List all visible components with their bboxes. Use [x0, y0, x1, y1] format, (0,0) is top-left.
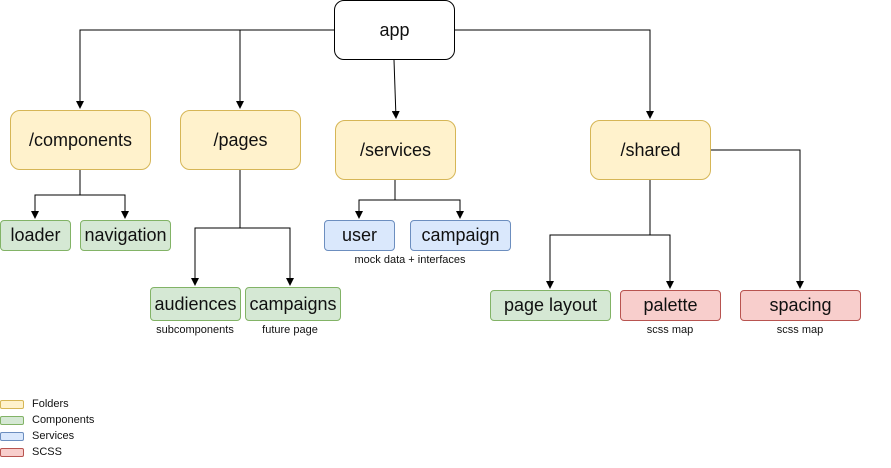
shared-folder-node: /shared	[590, 120, 711, 180]
campaign-node: campaign	[410, 220, 511, 251]
legend-item-folders: Folders	[0, 398, 69, 410]
edge-components-navigation	[80, 194, 129, 219]
legend-swatch-services	[0, 431, 24, 441]
navigation-node: navigation	[80, 220, 171, 251]
spacing-note: scss map	[776, 324, 824, 336]
components-folder-node: /components	[10, 110, 151, 170]
audiences-node: audiences	[150, 287, 241, 321]
services-note: mock data + interfaces	[354, 254, 466, 266]
legend-item-services: Services	[0, 430, 74, 442]
edge-shared-palette	[650, 234, 674, 289]
legend-item-components: Components	[0, 414, 94, 426]
legend-swatch-folders	[0, 399, 24, 409]
legend-label-services: Services	[32, 430, 75, 442]
user-node: user	[324, 220, 395, 251]
audiences-note: subcomponents	[156, 324, 234, 336]
edge-pages-audiences	[191, 170, 241, 286]
legend-swatch-scss	[0, 447, 24, 457]
palette-node: palette	[620, 290, 721, 321]
edge-app-shared	[455, 29, 654, 119]
app-node: app	[334, 0, 455, 60]
legend-swatch-components	[0, 415, 24, 425]
edge-services-user	[355, 180, 396, 219]
edge-shared-spacing	[710, 149, 804, 289]
legend-item-scss: SCSS	[0, 446, 62, 458]
edge-pages-campaigns	[240, 227, 294, 286]
edge-services-campaign	[395, 199, 464, 219]
campaigns-node: campaigns	[245, 287, 341, 321]
edge-shared-pagelayout	[546, 180, 651, 289]
edge-app-services	[391, 59, 400, 119]
page-layout-node: page layout	[490, 290, 611, 321]
legend-label-scss: SCSS	[32, 446, 62, 458]
pages-folder-node: /pages	[180, 110, 301, 170]
edge-app-components	[76, 29, 334, 109]
legend-label-folders: Folders	[32, 398, 69, 410]
services-folder-node: /services	[335, 120, 456, 180]
palette-note: scss map	[646, 324, 694, 336]
campaigns-note: future page	[262, 324, 318, 336]
spacing-node: spacing	[740, 290, 861, 321]
edge-components-loader	[31, 170, 81, 219]
legend-label-components: Components	[32, 414, 95, 426]
loader-node: loader	[0, 220, 71, 251]
